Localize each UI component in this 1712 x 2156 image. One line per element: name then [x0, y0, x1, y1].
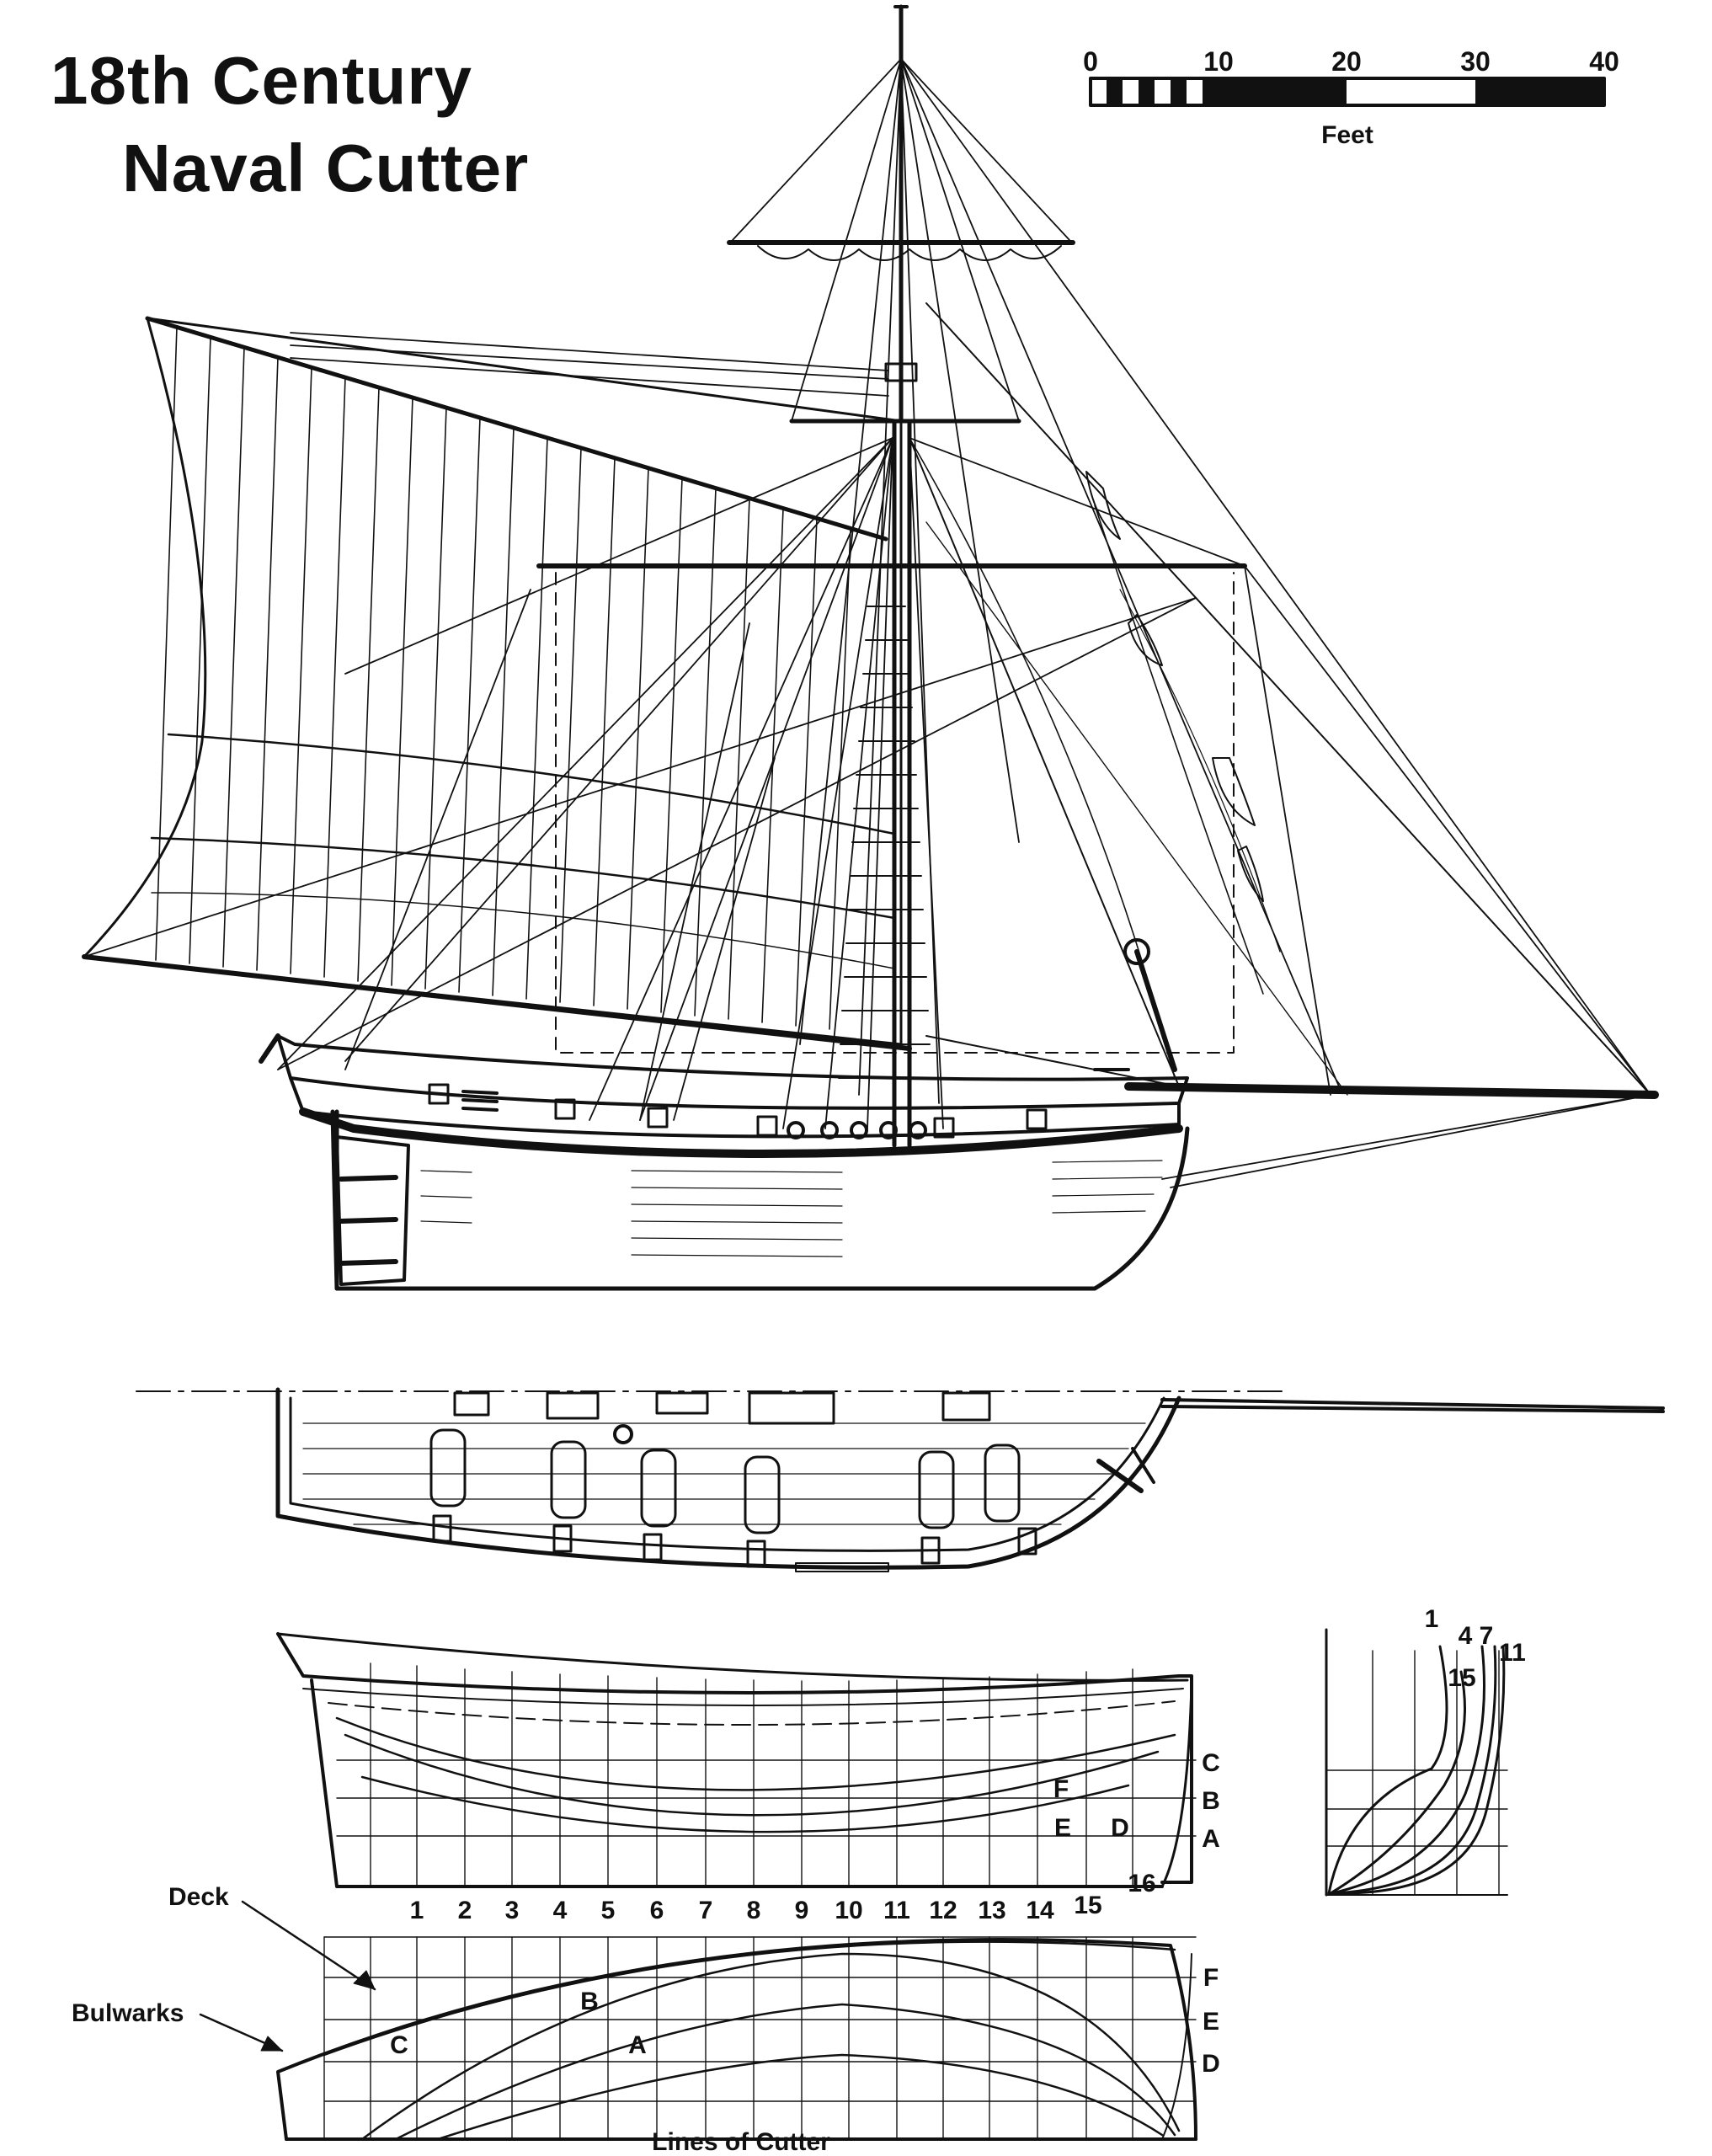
station-label: 6	[650, 1897, 664, 1924]
buttock-label: D	[1111, 1814, 1129, 1842]
scale-tick-label: 20	[1331, 46, 1362, 77]
drawing-title-line2: Naval Cutter	[122, 131, 530, 205]
lines-half-breadth	[276, 1936, 1197, 2141]
station-label: 2	[458, 1897, 472, 1924]
deck-callout: Deck	[168, 1883, 229, 1911]
scale-tick-label: 30	[1460, 46, 1491, 77]
half-breadth-waterline-label: C	[390, 2031, 408, 2059]
square-sail-outline	[555, 572, 1235, 1054]
half-breadth-line-letters: C B A F E D	[390, 1964, 1220, 2078]
topsail-yard	[727, 240, 1075, 424]
mainsail	[82, 316, 912, 1051]
drawing-title-line1: 18th Century	[51, 43, 472, 118]
hull-profile	[259, 1033, 1190, 1291]
profile-line-letters: C B A F E D	[1053, 1749, 1220, 1853]
scale-tick-label: 10	[1203, 46, 1234, 77]
waterline-label: C	[1202, 1749, 1220, 1777]
bulwarks-callout: Bulwarks	[72, 1999, 184, 2027]
scale-unit-label: Feet	[1321, 121, 1373, 149]
rigging	[83, 58, 1651, 1188]
station-label: 16	[1128, 1870, 1155, 1897]
ratlines	[838, 606, 932, 1079]
body-section-label: 1	[1425, 1605, 1439, 1633]
body-plan: 1 4 7 11 15	[1325, 1605, 1526, 1897]
station-label: 14	[1026, 1897, 1054, 1924]
station-label: 12	[929, 1897, 957, 1924]
half-breadth-buttock-label: D	[1202, 2050, 1220, 2078]
body-section-label: 11	[1499, 1639, 1526, 1667]
buttock-label: E	[1054, 1814, 1071, 1842]
waterline-label: B	[1202, 1787, 1220, 1815]
scale-tick-label: 0	[1083, 46, 1098, 77]
callouts: Deck Bulwarks	[72, 1883, 376, 2052]
station-label: 7	[699, 1897, 713, 1924]
scale-bar: 0 10 20 30 40 Feet	[1083, 46, 1619, 149]
bowsprit	[1123, 938, 1659, 1099]
body-section-label: 15	[1448, 1664, 1475, 1692]
station-label: 11	[883, 1897, 910, 1924]
station-number-labels: 1 2 3 4 5 6 7 8 9 10 11 12 13 14 15 16	[410, 1870, 1156, 1924]
headsails	[909, 302, 1651, 1096]
deck-plan	[136, 1387, 1665, 1572]
scale-tick-label: 40	[1589, 46, 1619, 77]
station-label: 5	[601, 1897, 616, 1924]
buttock-label: F	[1053, 1775, 1069, 1803]
station-label: 10	[835, 1897, 862, 1924]
half-breadth-waterline-label: B	[580, 1988, 599, 2015]
lines-caption: Lines of Cutter	[652, 2128, 830, 2156]
half-breadth-buttock-label: E	[1203, 2008, 1219, 2036]
station-label: 8	[747, 1897, 761, 1924]
waterline-label: A	[1202, 1825, 1220, 1853]
station-label: 15	[1074, 1892, 1101, 1919]
body-section-label: 7	[1480, 1622, 1494, 1650]
station-label: 1	[410, 1897, 424, 1924]
lines-profile	[276, 1632, 1197, 1888]
station-label: 4	[553, 1897, 568, 1924]
half-breadth-waterline-label: A	[628, 2031, 647, 2059]
station-label: 3	[505, 1897, 520, 1924]
half-breadth-buttock-label: F	[1203, 1964, 1219, 1992]
station-label: 13	[978, 1897, 1005, 1924]
body-section-label: 4	[1459, 1622, 1473, 1650]
station-label: 9	[795, 1897, 809, 1924]
sail-plan-profile	[82, 4, 1659, 1291]
